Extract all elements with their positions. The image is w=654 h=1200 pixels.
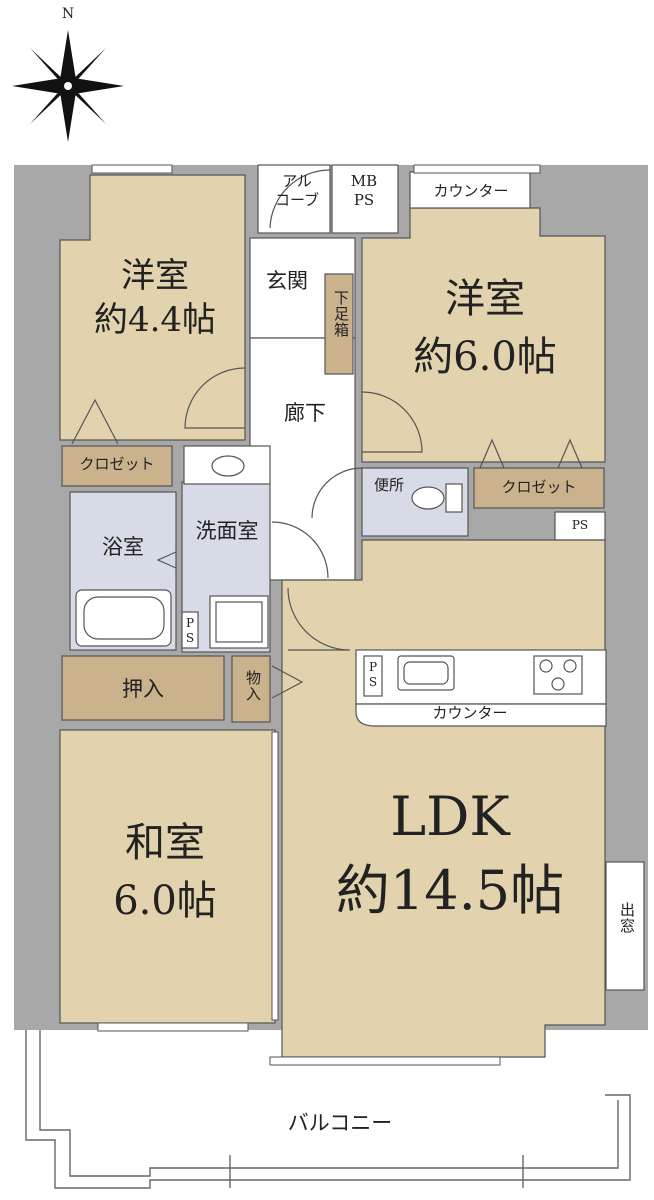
fixtures — [75, 445, 583, 697]
bathtub — [75, 589, 172, 647]
counter-top-label: カウンター — [433, 182, 509, 200]
japanese-room-size: 6.0帖 — [113, 878, 217, 924]
ldk-size: 約14.5帖 — [335, 859, 565, 922]
western-room-2-name: 洋室 — [445, 276, 525, 322]
closet-right-door — [479, 438, 583, 469]
burner-icon — [551, 677, 565, 691]
western-room-2-door — [361, 391, 423, 453]
shower-tray — [209, 595, 269, 649]
ldk-name: LDK — [390, 785, 510, 848]
ldk-door — [287, 587, 351, 651]
toilet-bowl-icon — [411, 486, 445, 510]
mbps-floor — [331, 164, 399, 234]
kitchen-counter-label: カウンター — [432, 704, 508, 722]
western-room-1-name: 洋室 — [121, 256, 189, 296]
western-room-2-size: 約6.0帖 — [413, 334, 557, 380]
western-room-1-door — [184, 367, 246, 429]
closet-left-label: クロゼット — [79, 455, 155, 473]
japanese-room-name: 和室 — [125, 820, 205, 866]
windows — [91, 164, 541, 1066]
mbps-label: MB PS — [350, 172, 378, 209]
doors — [71, 169, 583, 699]
bath-door — [156, 551, 177, 569]
ps-right-label: PS — [571, 518, 589, 532]
closet-left-box — [61, 445, 173, 487]
washroom-door — [271, 521, 329, 579]
toilet-door — [311, 467, 363, 519]
japanese-room-floor — [59, 729, 276, 1024]
closet-left-door — [71, 398, 119, 445]
bay-window-box — [605, 861, 645, 991]
ps-kitchen-label: PS — [366, 660, 380, 690]
alcove-label: アル コーブ — [274, 172, 320, 209]
room-fills — [59, 164, 645, 1058]
shoe-box — [324, 273, 354, 375]
ps-kitchen-box — [363, 655, 383, 697]
compass-rose-icon — [12, 30, 124, 142]
washbasin-icon — [211, 455, 245, 477]
compass-north-label: N — [61, 6, 75, 22]
balcony-label: バルコニー — [287, 1111, 393, 1135]
monoire-door — [271, 665, 304, 699]
bathroom-label: 浴室 — [102, 535, 144, 559]
ps-wash-box — [181, 611, 199, 649]
hallway-label: 廊下 — [284, 401, 326, 425]
western-room-1-floor — [59, 174, 246, 441]
western-room-1-size: 約4.4帖 — [93, 300, 217, 340]
western-room-2-floor — [361, 207, 606, 463]
balcony-area — [25, 1025, 631, 1189]
shoe-box-label: 下足箱 — [332, 290, 350, 338]
oshiire-box — [61, 655, 225, 721]
closet-right-box — [473, 467, 605, 509]
bay-window-label: 出窓 — [618, 902, 636, 934]
oshiire-label: 押入 — [122, 677, 164, 701]
kitchen-sink — [397, 655, 455, 691]
kitchen-counter-lower — [355, 703, 607, 727]
toilet-label: 便所 — [373, 476, 404, 494]
alcove-door — [269, 169, 331, 229]
washroom-label: 洗面室 — [195, 519, 259, 543]
burner-icon — [539, 659, 553, 673]
entrance-label: 玄関 — [266, 269, 308, 293]
monoire-box — [231, 655, 271, 723]
monoire-label: 物入 — [244, 670, 262, 702]
closet-right-label: クロゼット — [501, 478, 577, 496]
ps-wash-label: PS — [183, 616, 197, 646]
toilet-tank — [445, 483, 463, 513]
burner-icon — [563, 659, 577, 673]
